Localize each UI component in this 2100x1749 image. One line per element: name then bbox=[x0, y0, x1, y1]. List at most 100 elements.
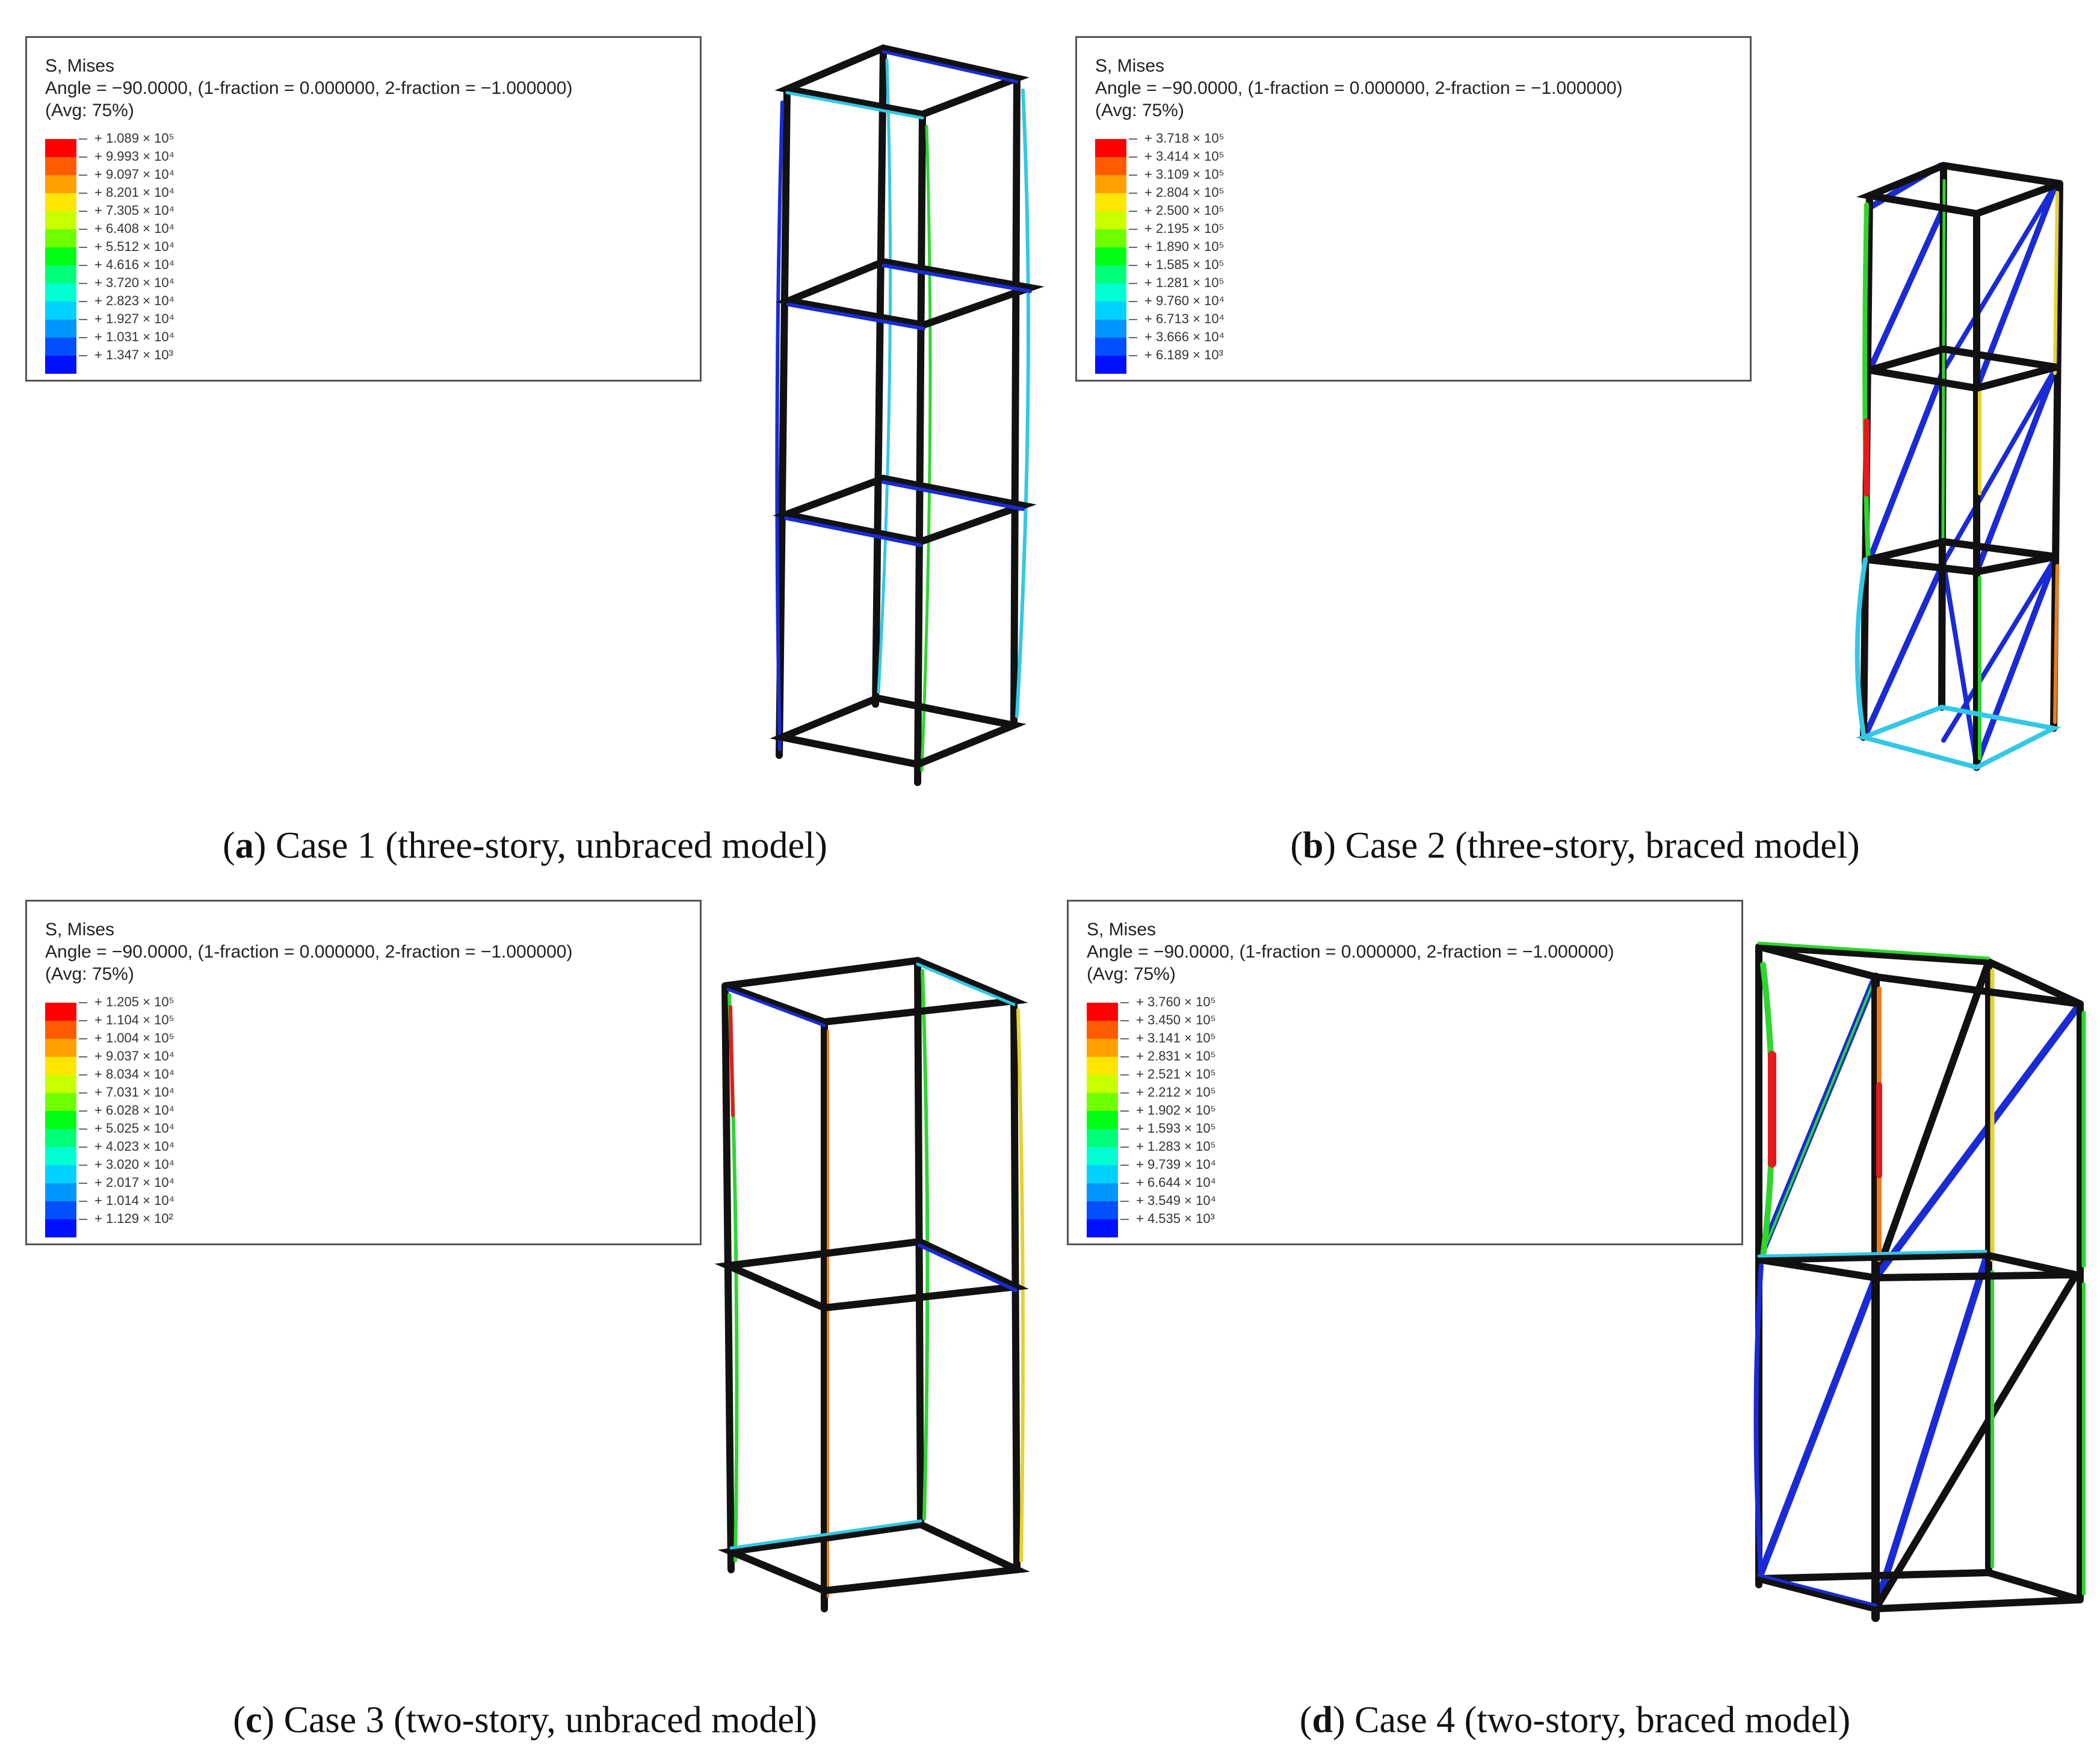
colorbar-segment bbox=[45, 1165, 76, 1183]
legend-box: S, Mises Angle = −90.0000, (1-fraction =… bbox=[25, 900, 702, 1245]
colorbar-segment bbox=[45, 1219, 76, 1237]
colorbar-segment bbox=[45, 1057, 76, 1075]
legend-title: S, Mises bbox=[1087, 920, 1157, 940]
beam-stress bbox=[916, 962, 1016, 1006]
colorbar-label: + 2.195 × 10⁵ bbox=[1129, 220, 1224, 238]
colorbar-labels: + 1.205 × 10⁵ + 1.104 × 10⁵ + 1.004 × 10… bbox=[79, 993, 174, 1228]
colorbar-label: + 1.347 × 10³ bbox=[79, 346, 174, 364]
brace bbox=[1872, 1256, 1989, 1612]
colorbar-segment bbox=[1087, 1111, 1118, 1129]
colorbar-segment bbox=[1095, 211, 1126, 229]
colorbar-segment bbox=[1095, 139, 1126, 157]
colorbar-segment bbox=[1087, 1147, 1118, 1165]
beam-stress bbox=[882, 264, 1032, 293]
colorbar-segment bbox=[45, 1111, 76, 1129]
colorbar-label: + 9.993 × 10⁴ bbox=[79, 147, 174, 166]
colorbar-segment bbox=[1087, 1165, 1118, 1183]
colorbar-label: + 5.025 × 10⁴ bbox=[79, 1119, 174, 1138]
brace bbox=[1867, 205, 1947, 373]
floor-top bbox=[723, 956, 1028, 1026]
column-stress bbox=[1015, 88, 1030, 718]
colorbar-segment bbox=[45, 283, 76, 302]
colorbar-label: + 2.521 × 10⁵ bbox=[1120, 1065, 1216, 1083]
brace bbox=[1941, 365, 2058, 565]
legend-box: S, Mises Angle = −90.0000, (1-fraction =… bbox=[1075, 36, 1752, 382]
column-stress bbox=[920, 125, 932, 772]
beam-stress bbox=[729, 1519, 922, 1550]
colorbar-label: + 3.450 × 10⁵ bbox=[1120, 1011, 1216, 1029]
floor-2 bbox=[714, 1237, 1029, 1312]
colorbar-label: + 3.414 × 10⁵ bbox=[1129, 147, 1224, 166]
colorbar bbox=[1087, 1003, 1118, 1237]
colorbar-segment bbox=[45, 193, 76, 211]
floor-top bbox=[774, 44, 1030, 119]
column bbox=[721, 982, 735, 1573]
floor-base bbox=[1856, 704, 2061, 770]
colorbar-segment bbox=[45, 356, 76, 374]
colorbar-segment bbox=[45, 1147, 76, 1165]
colorbar-label: + 3.109 × 10⁵ bbox=[1129, 166, 1224, 184]
colorbar-label: + 2.212 × 10⁵ bbox=[1120, 1083, 1216, 1101]
colorbar-label: + 3.760 × 10⁵ bbox=[1120, 993, 1216, 1011]
beam-stress bbox=[726, 988, 826, 1027]
floor-top bbox=[1758, 943, 2082, 1008]
column bbox=[776, 85, 791, 759]
floor-1 bbox=[1867, 537, 2057, 576]
panel-case-4: S, Mises Angle = −90.0000, (1-fraction =… bbox=[1050, 874, 2100, 1749]
floor-2 bbox=[775, 258, 1045, 329]
colorbar-label: + 2.017 × 10⁴ bbox=[79, 1174, 174, 1192]
colorbar-labels: + 3.760 × 10⁵ + 3.450 × 10⁵ + 3.141 × 10… bbox=[1120, 993, 1216, 1228]
legend-avg: (Avg: 75%) bbox=[1095, 101, 1184, 120]
colorbar-label: + 2.804 × 10⁵ bbox=[1129, 184, 1224, 202]
colorbar-label: + 1.031 × 10⁴ bbox=[79, 328, 174, 346]
frame-model-case-3 bbox=[714, 956, 1030, 1612]
colorbar-label: + 9.760 × 10⁴ bbox=[1129, 292, 1224, 310]
column-stress bbox=[1753, 1263, 1764, 1581]
colorbar-label: + 9.097 × 10⁴ bbox=[79, 166, 174, 184]
colorbar-label: + 4.616 × 10⁴ bbox=[79, 256, 174, 274]
colorbar-label: + 1.593 × 10⁵ bbox=[1120, 1119, 1216, 1138]
colorbar-label: + 1.104 × 10⁵ bbox=[79, 1011, 174, 1029]
colorbar-segment bbox=[1095, 302, 1126, 320]
column-stress bbox=[877, 58, 892, 694]
colorbar-segment bbox=[45, 338, 76, 356]
caption: (c) Case 3 (two-story, unbraced model) bbox=[233, 1700, 817, 1741]
colorbar-segment bbox=[45, 265, 76, 283]
colorbar-segment bbox=[1087, 1183, 1118, 1201]
colorbar-segment bbox=[45, 302, 76, 320]
colorbar-label: + 1.004 × 10⁵ bbox=[79, 1029, 174, 1047]
floor-1 bbox=[773, 474, 1037, 546]
floor-2 bbox=[1868, 345, 2057, 392]
brace bbox=[1941, 560, 1979, 767]
colorbar-label: + 1.890 × 10⁵ bbox=[1129, 238, 1224, 256]
colorbar-segment bbox=[1087, 1003, 1118, 1021]
colorbar-segment bbox=[1087, 1219, 1118, 1237]
colorbar-segment bbox=[45, 211, 76, 229]
column-stress bbox=[2053, 191, 2059, 375]
legend-title: S, Mises bbox=[45, 920, 115, 940]
beam-stress bbox=[1757, 1249, 1987, 1258]
panel-case-2: S, Mises Angle = −90.0000, (1-fraction =… bbox=[1050, 0, 2100, 874]
colorbar-segment bbox=[1087, 1093, 1118, 1111]
colorbar-segment bbox=[45, 1039, 76, 1057]
colorbar-label: + 5.512 × 10⁴ bbox=[79, 238, 174, 256]
column-stress bbox=[921, 969, 930, 1520]
legend-angle: Angle = −90.0000, (1-fraction = 0.000000… bbox=[45, 942, 573, 962]
legend-angle: Angle = −90.0000, (1-fraction = 0.000000… bbox=[45, 78, 573, 98]
colorbar-label: + 9.739 × 10⁴ bbox=[1120, 1156, 1216, 1174]
column-stress bbox=[1854, 557, 1868, 737]
colorbar-label: + 8.034 × 10⁴ bbox=[79, 1065, 174, 1083]
column-stress bbox=[729, 1005, 735, 1117]
colorbar-segment bbox=[1087, 1039, 1118, 1057]
colorbar-segment bbox=[1095, 320, 1126, 338]
brace bbox=[1872, 1000, 2084, 1281]
brace bbox=[1760, 976, 1877, 1258]
colorbar bbox=[1095, 139, 1126, 374]
colorbar-label: + 1.014 × 10⁴ bbox=[79, 1192, 174, 1210]
caption: (b) Case 2 (three-story, braced model) bbox=[1290, 825, 1860, 866]
column-stress bbox=[1016, 1008, 1025, 1562]
legend-angle: Angle = −90.0000, (1-fraction = 0.000000… bbox=[1095, 78, 1623, 98]
beam-stress bbox=[918, 1243, 1018, 1292]
colorbar-label: + 2.831 × 10⁵ bbox=[1120, 1047, 1216, 1065]
colorbar-segment bbox=[45, 175, 76, 193]
